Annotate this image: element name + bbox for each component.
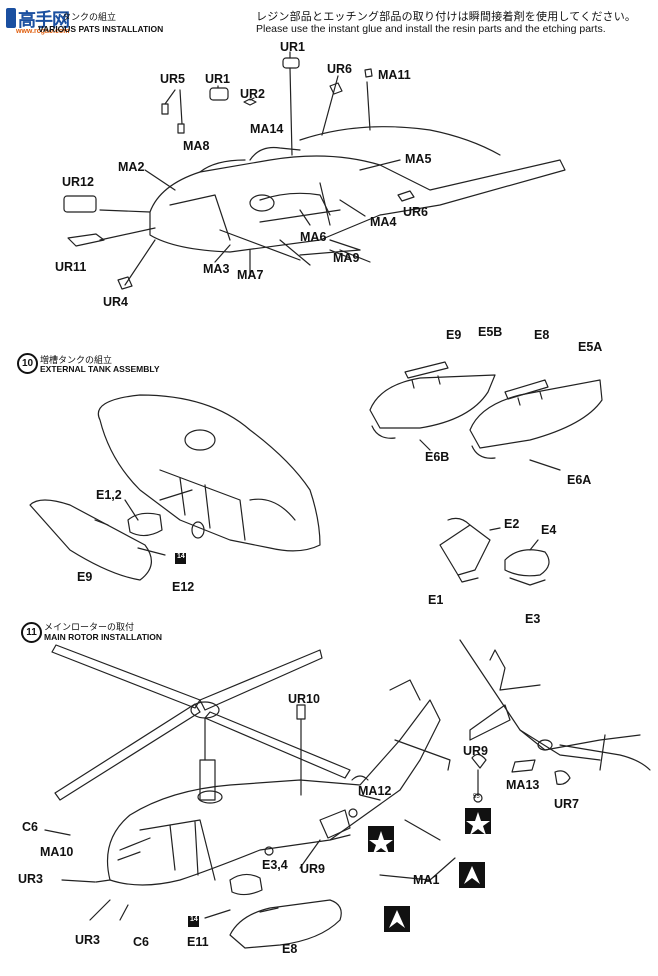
label-e5b: E5B [478, 325, 503, 339]
label-ma12: MA12 [358, 784, 392, 798]
label-ur1: UR1 [205, 72, 231, 86]
label-ur6: UR6 [403, 205, 429, 219]
label-ma3: MA3 [203, 262, 230, 276]
label-ma9: MA9 [333, 251, 360, 265]
label-ur11: UR11 [55, 260, 87, 274]
step10-helicopter-drawing [29, 394, 321, 581]
logo-text: 高手网 [18, 10, 70, 31]
label-ma13: MA13 [506, 778, 540, 792]
step10-title-jp: 増槽タンクの組立 [40, 355, 113, 365]
label-ur9: UR9 [300, 862, 326, 876]
step11-helicopter-drawing [44, 644, 485, 949]
label-ma14: MA14 [250, 122, 284, 136]
label-ma11: MA11 [378, 68, 411, 82]
step10-tanks-drawing [369, 361, 603, 471]
label-e6a: E6A [567, 473, 592, 487]
label-e12: E12 [172, 580, 195, 594]
label-e6b: E6B [425, 450, 450, 464]
label-ur12: UR12 [62, 175, 94, 189]
label-ma4: MA4 [370, 215, 397, 229]
label-e1-2: E1,2 [96, 488, 122, 502]
step9-title-en: VARIOUS PATS INSTALLATION [38, 24, 164, 34]
step10-number: 10 [17, 353, 38, 374]
label-ur3-top: UR3 [18, 872, 44, 886]
label-e4: E4 [541, 523, 557, 537]
step9-helicopter-drawing [63, 51, 566, 290]
step10-title-en: EXTERNAL TANK ASSEMBLY [40, 364, 160, 374]
label-ma6: MA6 [300, 230, 327, 244]
label-e3: E3 [525, 612, 541, 626]
label-ma8: MA8 [183, 139, 210, 153]
step9-title-jp: タンクの組立 [62, 12, 117, 22]
watermark-logo: 高手网 www.rcgao.com [6, 6, 70, 38]
label-ur6-top: UR6 [327, 62, 353, 76]
label-ur2: UR2 [240, 87, 266, 101]
label-e1: E1 [428, 593, 444, 607]
label-ur5: UR5 [160, 72, 186, 86]
label-ma1: MA1 [413, 873, 440, 887]
label-ur1-top: UR1 [280, 40, 306, 54]
logo-mark-icon [6, 8, 16, 28]
label-ma10: MA10 [40, 845, 74, 859]
label-ur7: UR7 [554, 797, 580, 811]
header-instruction-jp: レジン部品とエッチング部品の取り付けは瞬間接着剤を使用してください。 [256, 11, 637, 23]
label-ma2: MA2 [118, 160, 145, 174]
ref-step14-box-a: 14 [177, 553, 185, 560]
label-e8: E8 [282, 942, 298, 956]
label-e2: E2 [504, 517, 520, 531]
label-ur10: UR10 [288, 692, 320, 706]
label-ma7: MA7 [237, 268, 264, 282]
label-c6: C6 [133, 935, 149, 949]
ref-55-circle: 55 [473, 794, 480, 800]
label-e9: E9 [77, 570, 93, 584]
label-ur9-tail: UR9 [463, 744, 489, 758]
step11-title-jp: メインローターの取付 [44, 622, 135, 632]
step11-number: 11 [21, 622, 42, 643]
label-ur4: UR4 [103, 295, 129, 309]
label-ur3: UR3 [75, 933, 101, 947]
label-e9-tank: E9 [446, 328, 462, 342]
label-e3-4: E3,4 [262, 858, 288, 872]
step11-tail-detail-drawing [459, 639, 651, 835]
step11-title-en: MAIN ROTOR INSTALLATION [44, 632, 163, 642]
ref-step14-box-b: 14 [190, 916, 198, 923]
label-c6-top: C6 [22, 820, 38, 834]
logo-url: www.rcgao.com [16, 28, 70, 35]
step10-pylon-parts-drawing [439, 517, 550, 586]
label-e5a: E5A [578, 340, 603, 354]
header-instruction-en: Please use the instant glue and install … [256, 23, 606, 35]
label-ma5: MA5 [405, 152, 432, 166]
label-e8-tank: E8 [534, 328, 550, 342]
label-e11: E11 [187, 935, 209, 949]
